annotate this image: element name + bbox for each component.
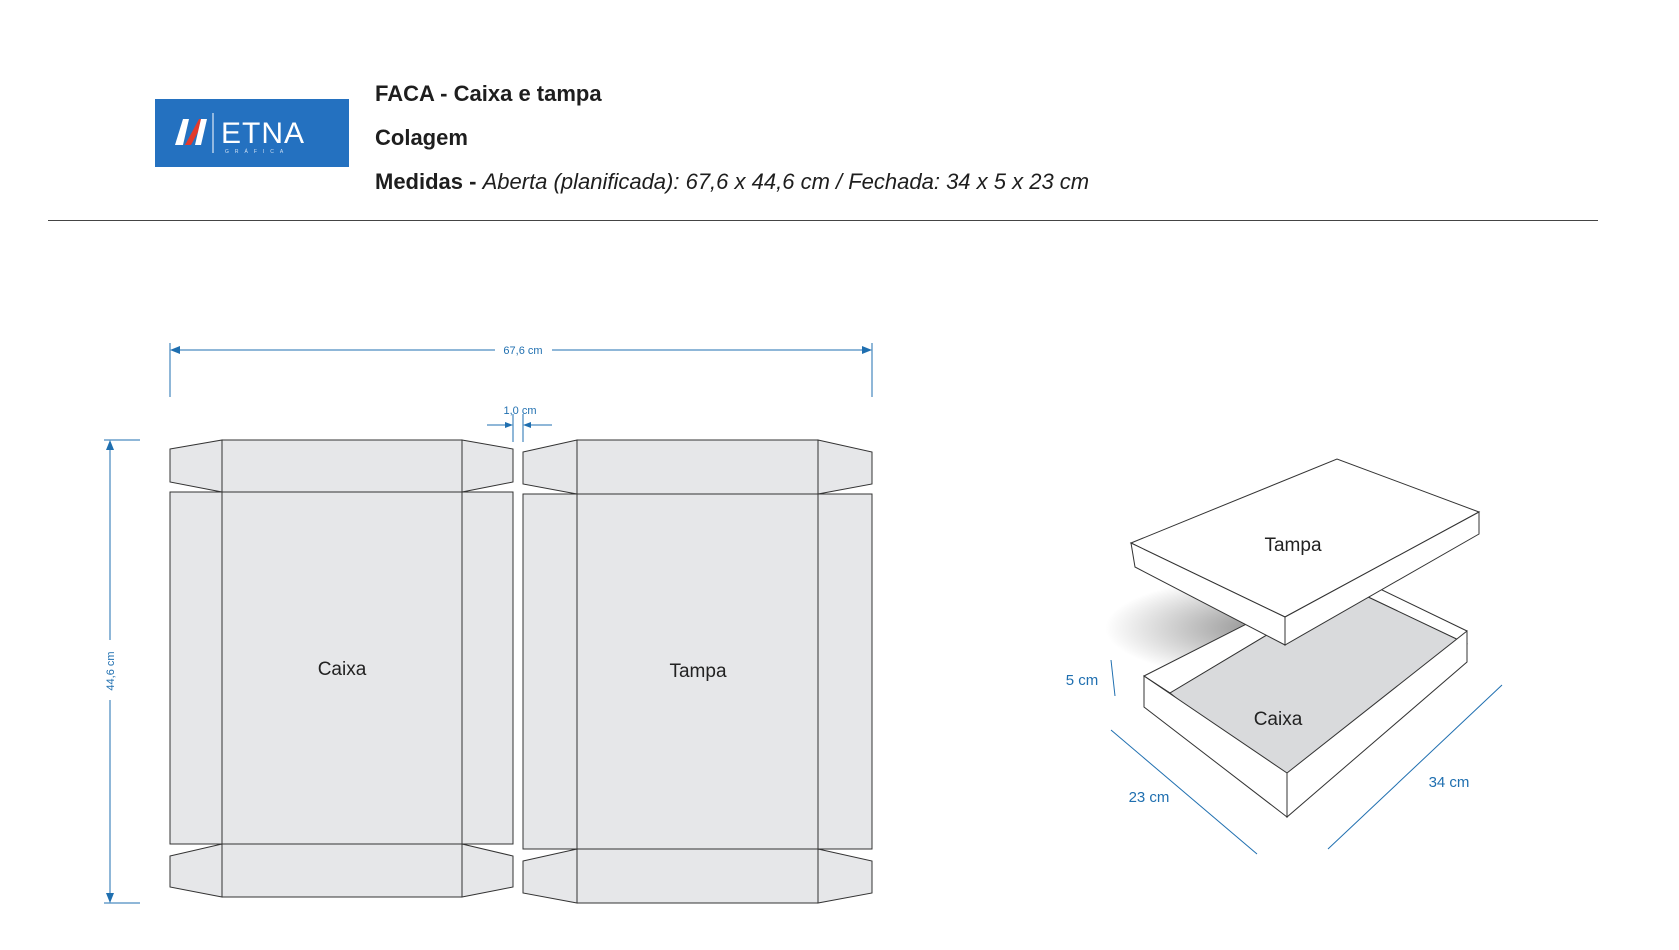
tampa-bottom-left-flap (522, 848, 578, 904)
gap-dimension (487, 414, 552, 442)
box-dimensions (1110, 659, 1503, 855)
height-dimension-label: 44,6 cm (105, 651, 117, 690)
lid-front-right (1284, 511, 1480, 646)
caixa-bottom-right-flap (461, 843, 514, 898)
dieline-caixa (169, 439, 514, 898)
depth-measure-line (1110, 729, 1258, 855)
box-depth-label: 23 cm (1129, 789, 1170, 806)
box-base-label: Caixa (1254, 709, 1303, 730)
base-front-right-wall (1286, 629, 1468, 819)
tampa-top-left-flap (522, 439, 578, 495)
measures-label: Medidas - (375, 169, 477, 194)
caixa-bottom-panel (221, 843, 463, 898)
width-measure-line (1327, 684, 1503, 850)
etna-logo-mark: ETNA GRÁFICA (155, 99, 349, 167)
width-dimension-label: 67,6 cm (503, 345, 542, 357)
caixa-main-panel (221, 491, 463, 845)
height-dimension (104, 439, 140, 904)
box-width-label: 34 cm (1429, 774, 1470, 791)
box-3d: Caixa Tampa 5 cm 23 cm 34 cm (1066, 458, 1503, 855)
tampa-left-side (522, 493, 578, 850)
caixa-right-side (461, 491, 514, 845)
height-measure-line (1110, 659, 1116, 697)
logo-text: ETNA (221, 117, 305, 150)
gap-dimension-label: 1,0 cm (503, 405, 536, 417)
box-lid-label: Tampa (1264, 535, 1321, 556)
dieline-caixa-label: Caixa (318, 659, 367, 680)
caixa-top-panel (221, 439, 463, 493)
tampa-top-panel (576, 439, 819, 495)
page-title: FACA - Caixa e tampa (375, 81, 602, 106)
dieline (169, 439, 873, 904)
box-lid (1129, 458, 1481, 646)
page-subtitle: Colagem (375, 125, 468, 150)
tampa-bottom-right-flap (817, 848, 873, 904)
header-divider (48, 220, 1598, 221)
tampa-top-right-flap (817, 439, 873, 495)
header-info: FACA - Caixa e tampa Colagem Medidas - A… (375, 72, 1089, 204)
tampa-bottom-panel (576, 848, 819, 904)
caixa-top-left-flap (169, 439, 223, 493)
width-dimension (169, 343, 873, 397)
dieline-tampa-label: Tampa (669, 661, 726, 682)
caixa-top-right-flap (461, 439, 514, 493)
box-height-label: 5 cm (1066, 672, 1099, 689)
measures-line: Medidas - Aberta (planificada): 67,6 x 4… (375, 160, 1089, 204)
tampa-right-side (817, 493, 873, 850)
logo-subtext: GRÁFICA (225, 148, 289, 155)
caixa-left-side (169, 491, 223, 845)
caixa-bottom-left-flap (169, 843, 223, 898)
measures-value: Aberta (planificada): 67,6 x 44,6 cm / F… (482, 169, 1090, 194)
tampa-main-panel (576, 493, 819, 850)
dieline-tampa (522, 439, 873, 904)
etna-logo: ETNA GRÁFICA (155, 99, 349, 167)
